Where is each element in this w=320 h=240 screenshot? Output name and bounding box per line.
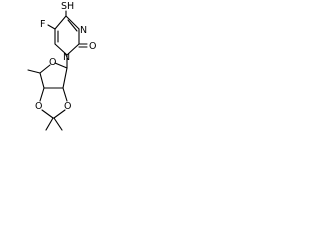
bond-o4prime-c4prime — [39, 64, 51, 74]
bond-c4-n3 — [65, 15, 80, 30]
atom-carbonyl-o-label: O — [89, 41, 96, 52]
bond-c4prime-c3prime — [39, 72, 45, 89]
atom-f-label: F — [40, 19, 45, 30]
atom-dioxolane-o-right-label: O — [64, 101, 71, 112]
bond-o-acetal-left — [41, 109, 54, 119]
atom-n3-label: N — [80, 25, 87, 36]
bond-c4-n3-double — [67, 19, 78, 32]
bond-c2prime-o — [62, 87, 68, 102]
bond-c4-c5 — [54, 15, 67, 30]
structure-diagram: SH F N N O O O O — [0, 0, 109, 152]
bond-c2prime-c1prime — [62, 67, 68, 89]
molecule-drawing: SH F N N O O O O — [27, 1, 96, 131]
bond-n1-c6 — [54, 43, 68, 56]
bond-c5-f — [47, 24, 56, 30]
bond-c2-n1 — [66, 43, 80, 56]
bond-c4prime-methyl — [27, 69, 41, 74]
bond-acetal-methyl-left — [45, 117, 54, 131]
atom-dioxolane-o-left-label: O — [35, 101, 42, 112]
atom-furanose-o-label: O — [49, 57, 56, 68]
bond-o-acetal-right — [53, 109, 66, 119]
bond-acetal-methyl-right — [53, 117, 63, 131]
atom-sh-label: SH — [61, 1, 74, 12]
atom-n1-label: N — [63, 52, 70, 63]
bond-c3prime-o — [39, 87, 45, 102]
bond-c1prime-o4prime — [54, 62, 68, 69]
